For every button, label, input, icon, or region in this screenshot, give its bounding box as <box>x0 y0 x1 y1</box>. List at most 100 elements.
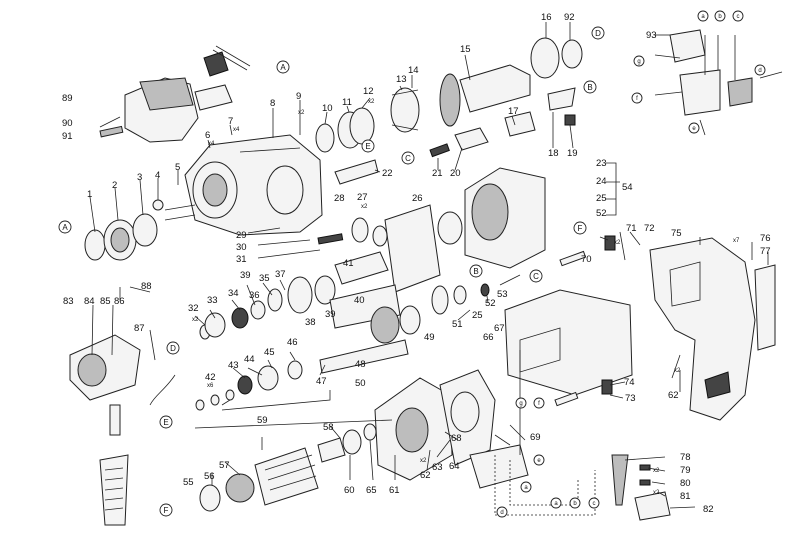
qty-9: x2 <box>298 110 305 116</box>
callout-F-left: F <box>164 506 169 515</box>
chuck-assembly <box>99 45 251 143</box>
label-68: 68 <box>451 433 462 444</box>
nose-parts <box>84 199 196 261</box>
label-49: 49 <box>424 332 435 343</box>
stator <box>374 369 496 481</box>
label-22: 22 <box>382 168 393 179</box>
label-37: 37 <box>275 269 286 280</box>
label-6: 6 <box>205 130 210 141</box>
label-35: 35 <box>259 273 270 284</box>
label-51: 51 <box>452 319 463 330</box>
label-71: 71 <box>626 223 637 234</box>
qty-71: x2 <box>614 240 621 246</box>
label-42: 42 <box>205 372 216 383</box>
leader-lines <box>89 22 769 509</box>
label-24: 24 <box>596 176 607 187</box>
label-79: 79 <box>680 465 691 476</box>
armature <box>199 423 377 512</box>
label-21: 21 <box>432 168 443 179</box>
callout-B-top: B <box>587 83 592 92</box>
spindle-assembly <box>315 37 583 153</box>
callout-C-mid: C <box>533 272 539 281</box>
label-50: 50 <box>355 378 366 389</box>
label-59: 59 <box>257 415 268 426</box>
side-handle <box>69 334 176 526</box>
label-52b: 52 <box>485 298 496 309</box>
label-92: 92 <box>564 12 575 23</box>
label-2: 2 <box>112 180 117 191</box>
label-34: 34 <box>228 288 239 299</box>
qty-12: x2 <box>368 99 375 105</box>
part-number-labels: 1 2 3 4 5 6 x4 7 x4 8 9 x2 10 11 12 x2 1… <box>62 12 771 515</box>
label-62b: 62 <box>668 390 679 401</box>
label-17: 17 <box>508 106 519 117</box>
brush-switch-parts <box>469 235 616 516</box>
label-82: 82 <box>703 504 714 515</box>
label-83: 83 <box>63 296 74 307</box>
label-90: 90 <box>62 118 73 129</box>
label-61: 61 <box>389 485 400 496</box>
label-60: 60 <box>344 485 355 496</box>
label-47: 47 <box>316 376 327 387</box>
label-33: 33 <box>207 295 218 306</box>
label-15: 15 <box>460 44 471 55</box>
label-55: 55 <box>183 477 194 488</box>
label-62: 62 <box>420 470 431 481</box>
label-74: 74 <box>624 377 635 388</box>
label-84: 84 <box>84 296 95 307</box>
label-4: 4 <box>155 170 160 181</box>
callout-a-mid: a <box>524 485 528 491</box>
callout-d-mid: d <box>500 510 503 516</box>
label-52: 52 <box>596 208 607 219</box>
callout-a-top: a <box>701 14 705 20</box>
motor-housing-rear <box>504 289 633 396</box>
label-57: 57 <box>219 460 230 471</box>
qty-27: x2 <box>361 204 368 210</box>
label-69: 69 <box>530 432 541 443</box>
label-12: 12 <box>363 86 374 97</box>
callout-f-top: f <box>636 96 638 102</box>
callout-e-top: e <box>692 126 696 132</box>
qty-42: x6 <box>207 383 214 389</box>
label-46: 46 <box>287 337 298 348</box>
callout-E-left: E <box>163 418 168 427</box>
label-56: 56 <box>204 471 215 482</box>
shaft-parts <box>195 288 303 411</box>
callout-g-mid: g <box>519 401 522 407</box>
label-38: 38 <box>305 317 316 328</box>
label-91: 91 <box>62 131 73 142</box>
callout-A-top: A <box>280 63 286 72</box>
label-28: 28 <box>334 193 345 204</box>
callout-b-top: b <box>718 14 722 20</box>
label-63: 63 <box>432 462 443 473</box>
label-19: 19 <box>567 148 578 159</box>
callout-D-top: D <box>595 29 601 38</box>
callout-markers: A A B B C C D D E E F F a b c d g f e g … <box>58 10 766 518</box>
label-48: 48 <box>355 359 366 370</box>
callout-d-top: d <box>758 68 761 74</box>
label-26: 26 <box>412 193 423 204</box>
label-40: 40 <box>354 295 365 306</box>
callout-g-top: g <box>637 59 640 65</box>
label-25b: 25 <box>472 310 483 321</box>
callout-A-left: A <box>62 223 68 232</box>
label-93: 93 <box>646 30 657 41</box>
label-5: 5 <box>175 162 180 173</box>
label-67: 67 <box>494 323 505 334</box>
label-11: 11 <box>342 97 352 108</box>
label-8: 8 <box>270 98 275 109</box>
label-16: 16 <box>541 12 552 23</box>
label-73: 73 <box>625 393 636 404</box>
label-89: 89 <box>62 93 73 104</box>
callout-b-bottom: b <box>573 501 577 507</box>
label-44: 44 <box>244 354 255 365</box>
qty-80: x2 <box>653 468 660 474</box>
label-75: 75 <box>671 228 682 239</box>
label-20: 20 <box>450 168 461 179</box>
label-23: 23 <box>596 158 607 169</box>
label-77: 77 <box>760 246 771 257</box>
qty-62: x2 <box>420 458 427 464</box>
label-31: 31 <box>236 254 247 265</box>
label-58: 58 <box>323 422 334 433</box>
qty-6: x4 <box>208 141 215 147</box>
